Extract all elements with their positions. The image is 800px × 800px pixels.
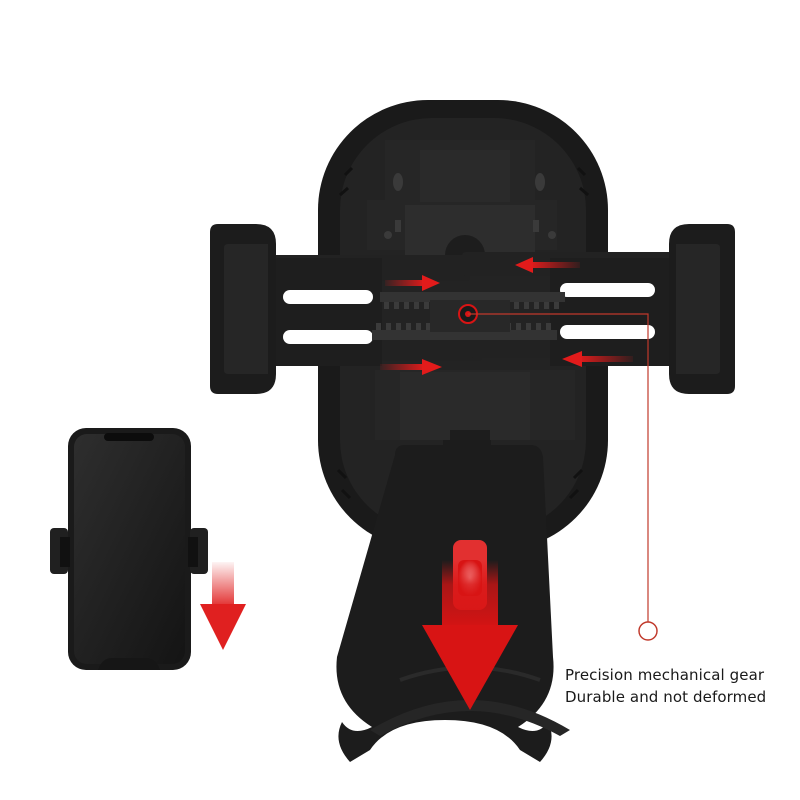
bottom-feet [98, 658, 160, 670]
arrow-left-icon [562, 351, 633, 367]
gear-tooth [516, 323, 521, 330]
gear-tooth [384, 302, 389, 309]
gear-tooth [534, 302, 539, 309]
left-arm [262, 258, 382, 366]
gear-tooth [514, 302, 519, 309]
phone-notch [104, 433, 154, 441]
car-mount-holder [210, 100, 735, 762]
gear-tooth [396, 323, 401, 330]
arrow-down-icon [200, 562, 246, 650]
phone-screen [74, 434, 185, 664]
gear-tooth [394, 302, 399, 309]
gear-tooth [524, 302, 529, 309]
gear-tooth [424, 302, 429, 309]
arrow-right-icon [385, 275, 440, 291]
gear-tooth [376, 323, 381, 330]
gear-tooth [414, 302, 419, 309]
phone-demo [50, 428, 208, 670]
gear-tooth [406, 323, 411, 330]
gear-tooth [404, 302, 409, 309]
gear-tooth [386, 323, 391, 330]
caption-line-1: Precision mechanical gear [565, 666, 765, 684]
arrow-left-icon [515, 257, 580, 273]
gear-tooth [536, 323, 541, 330]
vent-ribs [336, 166, 589, 500]
arrow-down-icon [422, 560, 518, 710]
arrow-right-icon [380, 359, 442, 375]
caption-line-2: Durable and not deformed [565, 688, 767, 706]
feature-caption: Precision mechanical gear Durable and no… [565, 664, 795, 708]
right-arm [550, 258, 670, 366]
gear-tooth [416, 323, 421, 330]
gear-tooth [554, 302, 559, 309]
gear-tooth [426, 323, 431, 330]
gear-tooth [546, 323, 551, 330]
circle-marker-icon [638, 621, 658, 641]
gear-rack [372, 292, 565, 340]
gear-tooth [544, 302, 549, 309]
gear-tooth [526, 323, 531, 330]
gear-annotation-pointer [468, 313, 658, 641]
